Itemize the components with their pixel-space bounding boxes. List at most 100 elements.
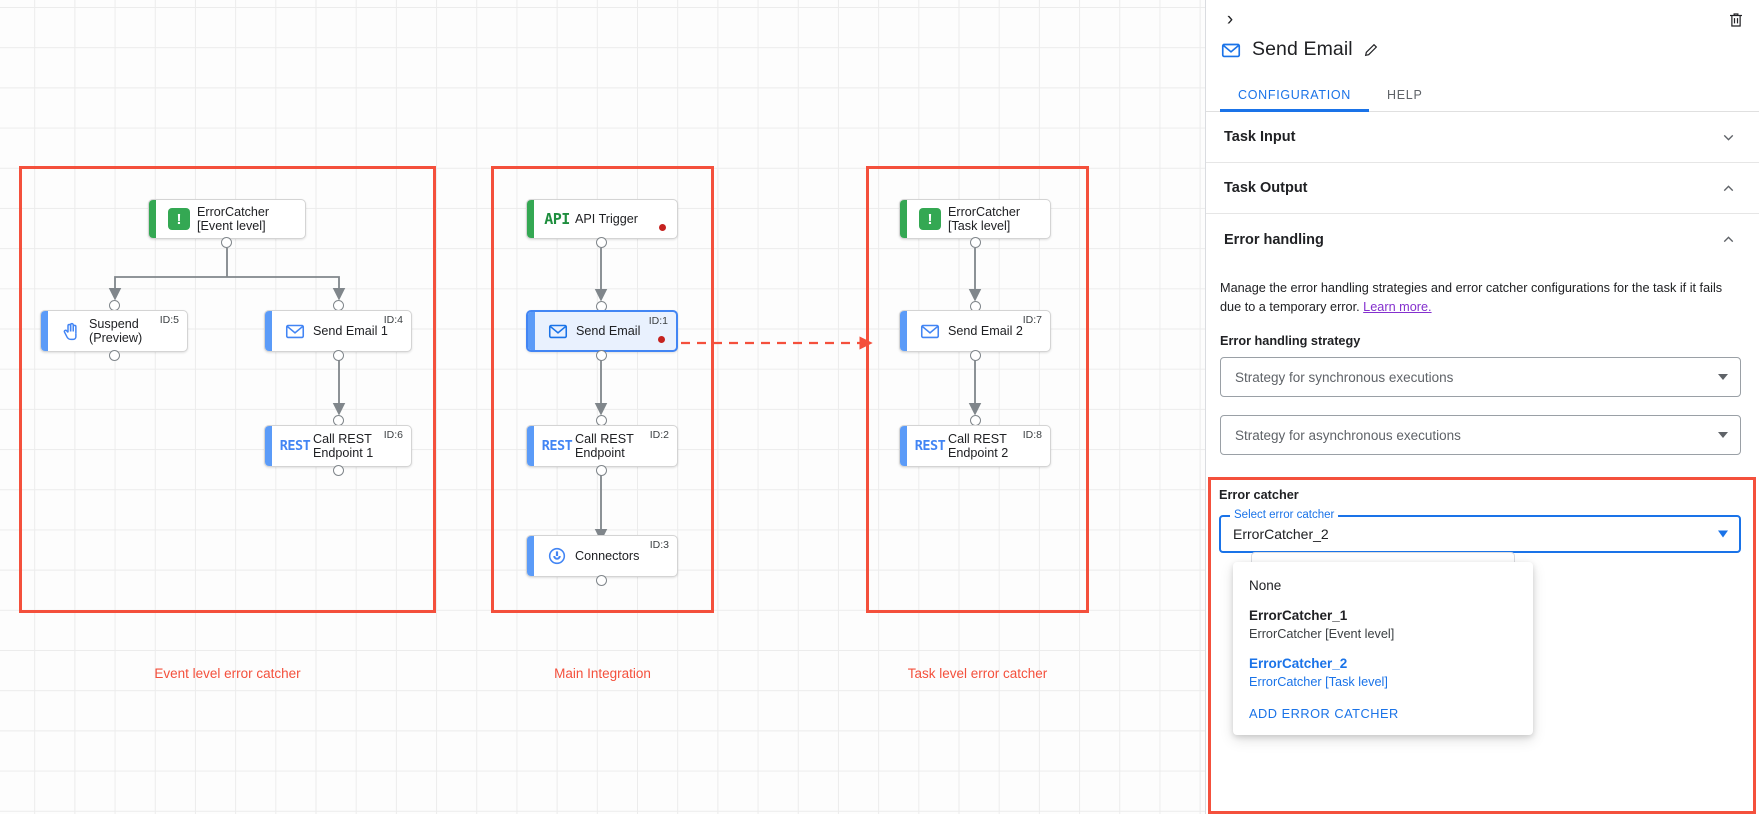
- node-connectors[interactable]: Connectors ID:3: [526, 535, 678, 577]
- section-error-handling[interactable]: Error handling: [1206, 214, 1759, 265]
- select-error-catcher-value: ErrorCatcher_2: [1233, 526, 1329, 542]
- group-caption-event-level: Event level error catcher: [154, 666, 301, 681]
- node-port-out[interactable]: [596, 465, 607, 476]
- node-accent-bar: [265, 311, 272, 351]
- node-call-rest-endpoint[interactable]: REST Call REST Endpoint ID:2: [526, 425, 678, 467]
- tab-configuration[interactable]: CONFIGURATION: [1220, 78, 1370, 112]
- error-handling-body: Manage the error handling strategies and…: [1206, 265, 1759, 455]
- sync-strategy-value: Strategy for synchronous executions: [1235, 369, 1454, 385]
- api-glyph: API: [544, 210, 570, 228]
- menu-item-none[interactable]: None: [1233, 571, 1533, 601]
- node-port-out[interactable]: [333, 350, 344, 361]
- node-accent-bar: [528, 312, 535, 350]
- rest-glyph: REST: [541, 438, 573, 454]
- error-catcher-glyph: !: [919, 208, 941, 230]
- menu-item-errorcatcher-2[interactable]: ErrorCatcher_2 ErrorCatcher [Task level]: [1233, 649, 1533, 697]
- error-catcher-dropdown-menu[interactable]: None ErrorCatcher_1 ErrorCatcher [Event …: [1233, 562, 1533, 735]
- error-catcher-label: Error catcher: [1219, 488, 1299, 502]
- rest-icon: REST: [277, 438, 313, 454]
- error-catcher-icon: !: [912, 208, 948, 230]
- async-strategy-select[interactable]: Strategy for asynchronous executions: [1220, 415, 1741, 455]
- rest-glyph: REST: [914, 438, 946, 454]
- rest-icon: REST: [539, 438, 575, 454]
- node-accent-bar: [527, 200, 534, 238]
- pencil-icon[interactable]: [1363, 42, 1379, 58]
- menu-item-label: ErrorCatcher_1: [1249, 608, 1348, 623]
- node-id-badge: ID:8: [1022, 429, 1042, 441]
- section-title: Task Input: [1224, 129, 1296, 145]
- node-label: Call REST Endpoint: [575, 432, 634, 460]
- node-suspend[interactable]: Suspend (Preview) ID:5: [40, 310, 188, 352]
- mail-icon: [277, 320, 313, 342]
- chevron-down-icon: [1718, 374, 1728, 380]
- section-task-input[interactable]: Task Input: [1206, 112, 1759, 163]
- panel-title-row: Send Email: [1220, 38, 1379, 61]
- group-frame-task-level: [866, 166, 1089, 613]
- node-port-out[interactable]: [109, 350, 120, 361]
- rest-icon: REST: [912, 438, 948, 454]
- error-catcher-highlight-region: Error catcher Select error catcher Error…: [1208, 477, 1756, 814]
- node-send-email-2[interactable]: Send Email 2 ID:7: [899, 310, 1051, 352]
- node-error-catcher-task-level[interactable]: ! ErrorCatcher [Task level]: [899, 199, 1051, 239]
- node-label: Suspend (Preview): [89, 317, 143, 345]
- error-catcher-glyph: !: [168, 208, 190, 230]
- node-accent-bar: [900, 426, 907, 466]
- node-label: ErrorCatcher [Task level]: [948, 205, 1021, 233]
- node-error-catcher-event-level[interactable]: ! ErrorCatcher [Event level]: [148, 199, 306, 239]
- tab-help[interactable]: HELP: [1387, 87, 1423, 102]
- add-error-catcher-button[interactable]: ADD ERROR CATCHER: [1249, 706, 1399, 721]
- node-call-rest-endpoint-2[interactable]: REST Call REST Endpoint 2 ID:8: [899, 425, 1051, 467]
- node-port-out[interactable]: [221, 237, 232, 248]
- node-accent-bar: [900, 311, 907, 351]
- select-error-catcher[interactable]: Select error catcher ErrorCatcher_2: [1219, 509, 1741, 553]
- error-catcher-icon: !: [161, 208, 197, 230]
- panel-header: › Send Email: [1206, 0, 1759, 78]
- node-send-email[interactable]: Send Email ID:1: [526, 310, 678, 352]
- node-accent-bar: [41, 311, 48, 351]
- node-port-out[interactable]: [596, 237, 607, 248]
- menu-item-label: None: [1249, 578, 1282, 593]
- node-port-out[interactable]: [596, 350, 607, 361]
- learn-more-link[interactable]: Learn more.: [1363, 299, 1432, 314]
- node-accent-bar: [900, 200, 907, 238]
- node-port-out[interactable]: [970, 237, 981, 248]
- node-label: Send Email 2: [948, 324, 1023, 338]
- node-accent-bar: [149, 200, 156, 238]
- node-port-out[interactable]: [596, 575, 607, 586]
- delete-icon[interactable]: [1723, 7, 1749, 33]
- group-caption-main-integration: Main Integration: [554, 666, 651, 681]
- workflow-canvas[interactable]: Event level error catcher Main Integrati…: [0, 0, 1205, 814]
- node-call-rest-endpoint-1[interactable]: REST Call REST Endpoint 1 ID:6: [264, 425, 412, 467]
- node-accent-bar: [265, 426, 272, 466]
- node-port-out[interactable]: [970, 350, 981, 361]
- node-accent-bar: [527, 426, 534, 466]
- section-title: Task Output: [1224, 180, 1308, 196]
- sync-strategy-select[interactable]: Strategy for synchronous executions: [1220, 357, 1741, 397]
- node-id-badge: ID:7: [1022, 314, 1042, 326]
- group-frame-event-level: [19, 166, 436, 613]
- chevron-up-icon[interactable]: [1720, 180, 1737, 197]
- description-text: Manage the error handling strategies and…: [1220, 281, 1723, 314]
- menu-item-errorcatcher-1[interactable]: ErrorCatcher_1 ErrorCatcher [Event level…: [1233, 601, 1533, 649]
- menu-item-sublabel: ErrorCatcher [Event level]: [1249, 627, 1395, 641]
- node-accent-bar: [527, 536, 534, 576]
- node-label: Send Email 1: [313, 324, 388, 338]
- node-api-trigger[interactable]: API API Trigger: [526, 199, 678, 239]
- panel-tabs: CONFIGURATION HELP: [1206, 78, 1759, 112]
- chevron-up-icon[interactable]: [1720, 231, 1737, 248]
- section-task-output[interactable]: Task Output: [1206, 163, 1759, 214]
- error-indicator-dot: [658, 336, 665, 343]
- node-label: Call REST Endpoint 1: [313, 432, 374, 460]
- section-title: Error handling: [1224, 231, 1324, 248]
- node-id-badge: ID:3: [649, 539, 669, 551]
- mail-icon: [912, 320, 948, 342]
- node-id-badge: ID:2: [649, 429, 669, 441]
- node-port-out[interactable]: [333, 465, 344, 476]
- chevron-down-icon[interactable]: [1720, 129, 1737, 146]
- mail-icon: [1220, 39, 1242, 61]
- node-id-badge: ID:6: [383, 429, 403, 441]
- node-send-email-1[interactable]: Send Email 1 ID:4: [264, 310, 412, 352]
- page-title: Send Email: [1252, 38, 1353, 60]
- collapse-panel-button[interactable]: ›: [1226, 9, 1234, 30]
